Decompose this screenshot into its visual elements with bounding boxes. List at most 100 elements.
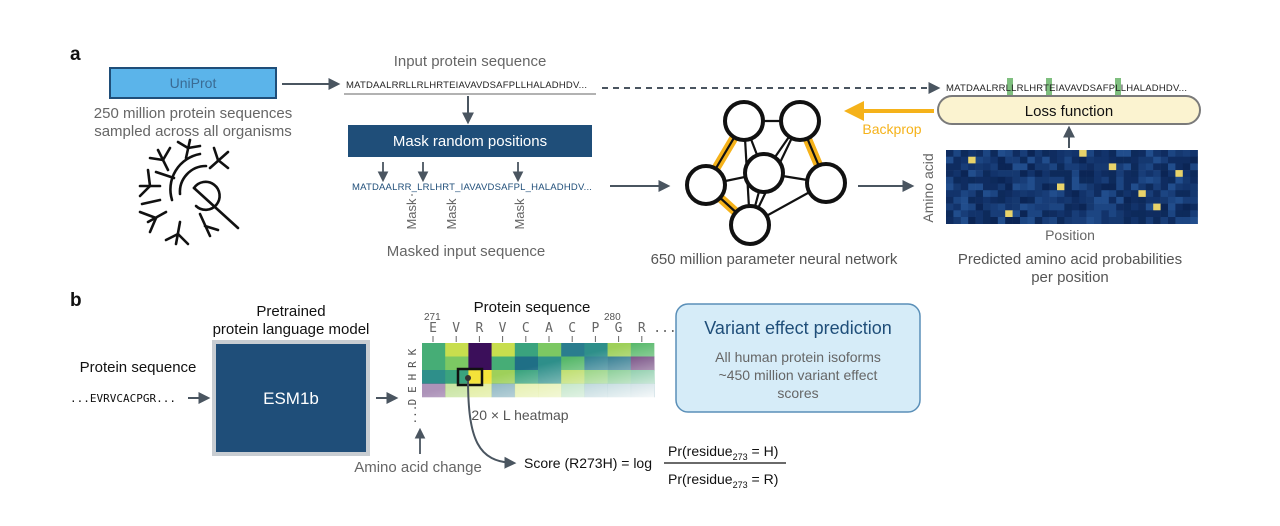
pred-heatmap-cell: [1108, 156, 1117, 164]
pred-heatmap-cell: [990, 196, 999, 204]
pred-heatmap-cell: [1071, 210, 1080, 218]
pred-heatmap-cell: [1160, 183, 1169, 191]
pred-heatmap-cell: [1168, 210, 1176, 218]
pred-heatmap-cell: [1057, 176, 1065, 184]
pred-heatmap-cell: [1123, 183, 1132, 191]
pred-heatmap-cell: [1153, 163, 1161, 171]
pred-heatmap-cell: [1064, 203, 1073, 211]
pred-heatmap-cell: [1057, 196, 1065, 204]
vep-title: Variant effect prediction: [704, 318, 891, 338]
aa-row-label: ...: [406, 405, 419, 425]
position-start: 271: [424, 312, 441, 323]
pred-heatmap-cell: [1190, 163, 1198, 171]
pred-heatmap-cell: [1182, 217, 1191, 224]
pred-heatmap-cell: [983, 203, 991, 211]
pred-heatmap-cell: [968, 190, 976, 198]
pred-heatmap-cell: [997, 183, 1006, 191]
pred-heatmap-cell: [1190, 176, 1198, 184]
pred-heatmap-cell: [1049, 150, 1058, 157]
pred-heatmap-cell: [1005, 183, 1013, 191]
uniprot-caption-line2: sampled across all organisms: [94, 123, 292, 140]
pred-heatmap-cell: [1027, 176, 1036, 184]
pred-heatmap-cell: [1094, 190, 1102, 198]
esm1b-box: [212, 340, 370, 456]
pred-heatmap-cell: [1034, 156, 1043, 164]
protein-seq-label: Protein sequence: [80, 359, 197, 376]
pred-heatmap-cell: [1123, 170, 1132, 178]
pred-heatmap-cell: [1168, 150, 1176, 157]
pred-heatmap-cell: [1057, 210, 1065, 218]
pred-heatmap-cell: [1049, 163, 1058, 171]
vep-box: [675, 303, 921, 413]
pred-heatmap-cell: [1071, 156, 1080, 164]
aa-row-label: D: [406, 399, 419, 406]
pred-heatmap-cell: [1168, 156, 1176, 164]
pred-heatmap-cell: [1042, 150, 1050, 157]
pred-heatmap-cell: [1094, 170, 1102, 178]
residue-label: R: [475, 321, 483, 336]
residue-label: E: [429, 321, 437, 336]
aa-row-labels: KRHED...: [406, 348, 419, 424]
pred-heatmap-cell: [1160, 203, 1169, 211]
pred-heatmap-cell: [1116, 217, 1124, 224]
pred-heatmap-cell: [1153, 203, 1161, 211]
pred-heatmap-cell: [1020, 183, 1028, 191]
pred-heatmap-cell: [1005, 190, 1013, 198]
pred-heatmap-cell: [1027, 150, 1036, 157]
pred-heatmap-cell: [1034, 150, 1043, 157]
pred-heatmap-cell: [1049, 156, 1058, 164]
pred-heatmap-cell: [1175, 196, 1184, 204]
pred-heatmap-cell: [1094, 217, 1102, 224]
pred-heatmap-cell: [946, 190, 954, 198]
pred-heatmap-cell: [1086, 156, 1095, 164]
pred-heatmap-cell: [1034, 217, 1043, 224]
pred-heatmap-cell: [975, 196, 984, 204]
loss-function-box: [937, 95, 1201, 125]
pred-heatmap-cell: [1175, 203, 1184, 211]
pred-heatmap-cell: [1138, 183, 1147, 191]
pred-heatmap-cell: [1101, 156, 1110, 164]
pred-heatmap-cell: [1064, 170, 1073, 178]
pred-heatmap-cell: [1094, 163, 1102, 171]
aa-row-label: E: [406, 386, 419, 393]
pred-heatmap-cell: [1012, 196, 1021, 204]
pred-heatmap-cell: [1145, 203, 1154, 211]
pred-heatmap-cell: [1175, 156, 1184, 164]
pred-heatmap-cell: [1175, 170, 1184, 178]
panel-a-letter: a: [70, 44, 81, 65]
pred-heatmap-cell: [1131, 176, 1139, 184]
pred-heatmap-cell: [1020, 210, 1028, 218]
pred-heatmap-cell: [1168, 196, 1176, 204]
pred-heatmap-cell: [1123, 163, 1132, 171]
pred-heatmap-cell: [1012, 156, 1021, 164]
pred-heatmap-cell: [1153, 190, 1161, 198]
pred-heatmap-cell: [953, 203, 962, 211]
pred-heatmap-cell: [1123, 203, 1132, 211]
pred-heatmap-cell: [1005, 170, 1013, 178]
pred-heatmap-cell: [1138, 217, 1147, 224]
pred-heatmap-cell: [1138, 176, 1147, 184]
heatmap-fade: [422, 343, 654, 399]
pred-heatmap-cell: [1190, 203, 1198, 211]
pred-heatmap-cell: [1145, 196, 1154, 204]
pred-heatmap-cell: [1108, 210, 1117, 218]
pred-heatmap-cell: [1034, 203, 1043, 211]
pred-heatmap-cell: [983, 210, 991, 218]
pred-heatmap-cell: [960, 156, 969, 164]
pred-heatmap-cell: [968, 176, 976, 184]
pred-heatmap-cell: [1079, 156, 1087, 164]
pred-heatmap-cell: [1138, 170, 1147, 178]
aa-change-label: Amino acid change: [354, 459, 482, 476]
pred-heatmap-cell: [1108, 183, 1117, 191]
pred-heatmap-cell: [1131, 150, 1139, 157]
pred-heatmap-cell: [1064, 163, 1073, 171]
pred-heatmap-cell: [1034, 196, 1043, 204]
pred-heatmap-cell: [997, 190, 1006, 198]
pred-heatmap-cell: [1101, 196, 1110, 204]
pred-heatmap-cell: [1168, 203, 1176, 211]
pred-heatmap-cell: [1005, 217, 1013, 224]
pred-heatmap-cell: [960, 196, 969, 204]
pred-heatmap-cell: [997, 150, 1006, 157]
